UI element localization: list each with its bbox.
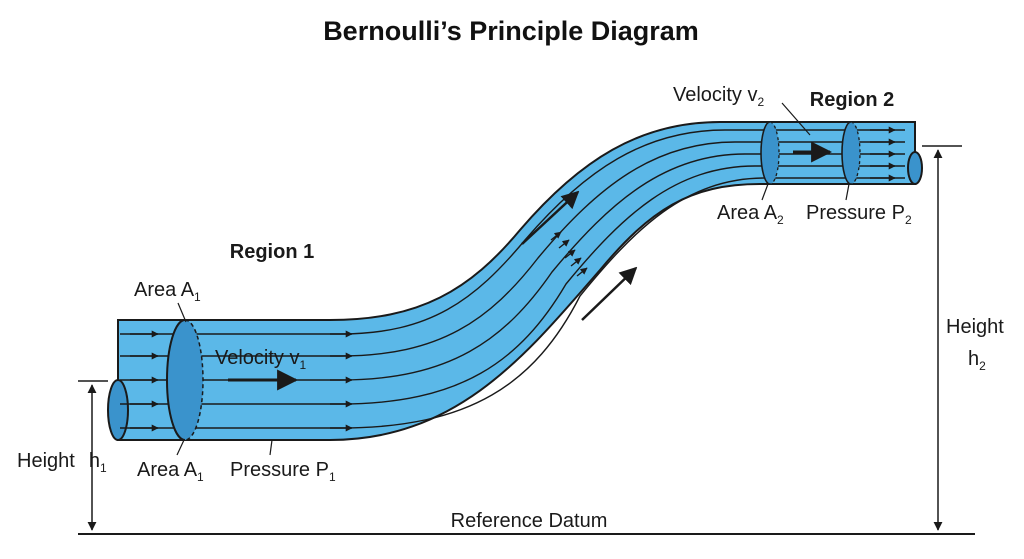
cross-section-p2 <box>841 121 861 185</box>
pressure-p2-label: Pressure P2 <box>806 202 912 227</box>
flow-direction-arrow-upper <box>521 190 580 245</box>
cross-section-a2 <box>760 121 780 185</box>
diagram-title: Bernoulli’s Principle Diagram <box>323 16 699 46</box>
region1-label: Region 1 <box>230 241 314 263</box>
velocity-v1-label: Velocity v1 <box>215 347 306 372</box>
streamline <box>120 165 905 405</box>
area-a1-bottom-label: Area A1 <box>137 459 204 484</box>
flow-direction-arrow-lower <box>581 266 638 321</box>
area-a2-label: Area A2 <box>717 202 784 227</box>
region2-streamline-arrowheads <box>870 126 896 182</box>
area-a1-top-label: Area A1 <box>134 279 201 304</box>
velocity-v2-label: Velocity v2 <box>673 84 764 109</box>
streamline <box>120 141 905 357</box>
inlet-flow-arrows <box>130 330 159 432</box>
region1-streamline-arrowheads <box>330 330 353 432</box>
leader-lines <box>176 102 850 456</box>
bend-streamline-arrowheads <box>550 231 588 277</box>
pipe-body <box>117 121 916 441</box>
height-h2-label: Height <box>946 316 1004 338</box>
cross-section-a1 <box>166 319 204 441</box>
reference-datum-label: Reference Datum <box>451 510 608 532</box>
height-h2-variable: h2 <box>968 348 986 373</box>
pressure-p1-label: Pressure P1 <box>230 459 336 484</box>
region2-label: Region 2 <box>810 89 894 111</box>
streamline <box>120 153 905 381</box>
streamlines <box>120 129 905 429</box>
streamline <box>120 177 905 429</box>
pipe-inlet-opening <box>107 379 129 441</box>
pipe-outlet-opening <box>907 151 923 185</box>
height-h2-indicator <box>922 145 962 531</box>
height-h1-indicator <box>78 380 108 531</box>
